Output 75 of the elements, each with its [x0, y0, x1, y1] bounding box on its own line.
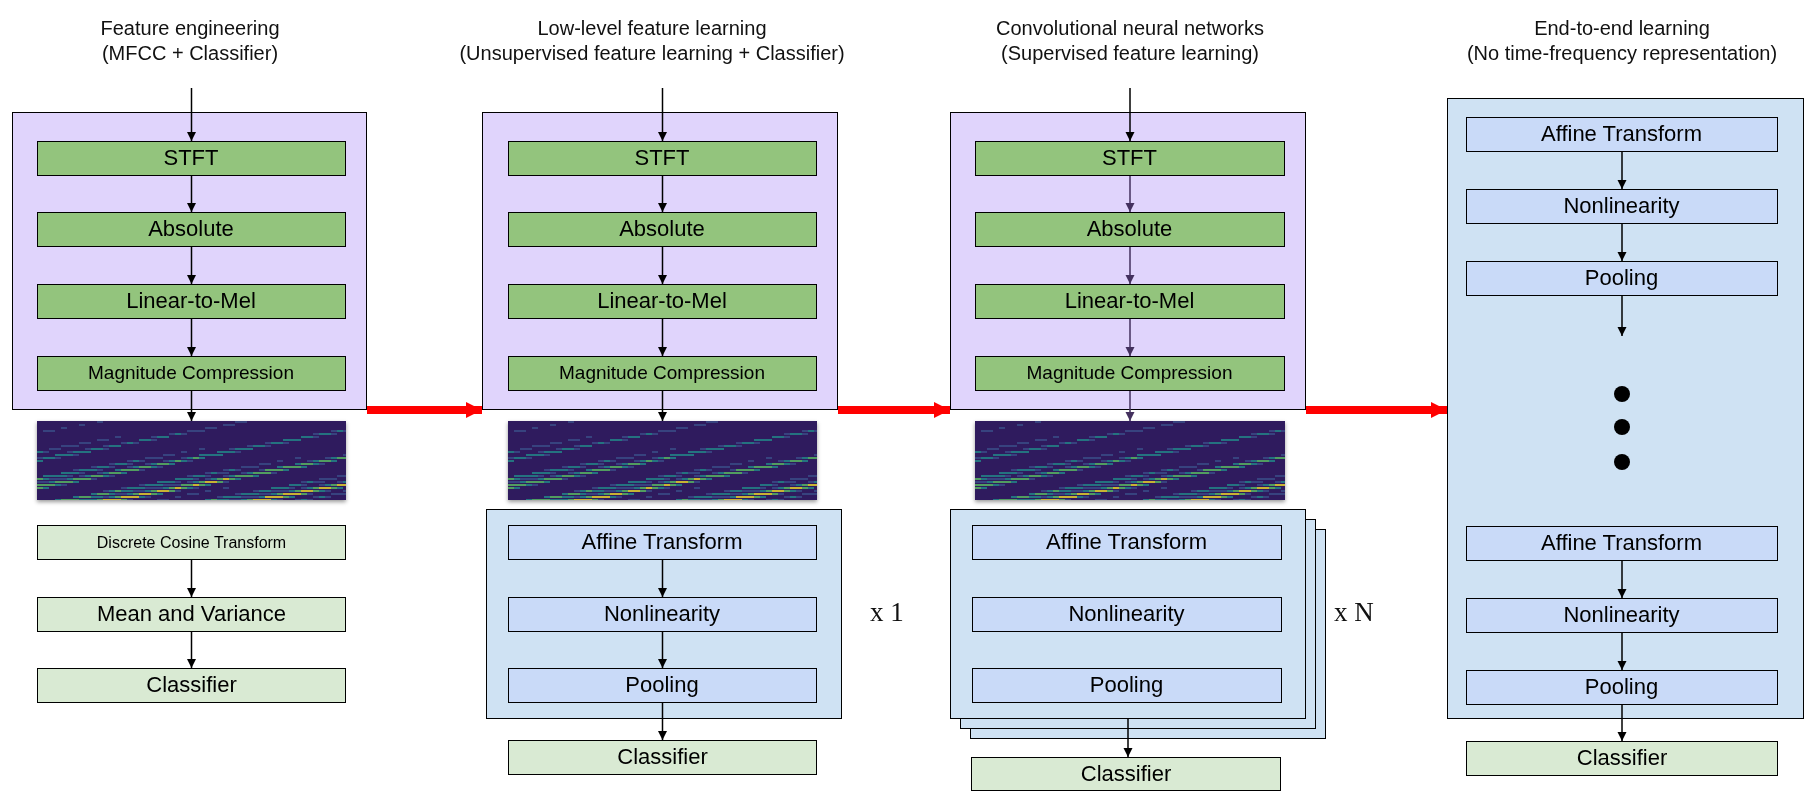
process-box: Absolute: [974, 211, 1285, 247]
arrow: [1125, 87, 1135, 142]
spectrogram-picture: [508, 421, 817, 500]
arrow: [658, 631, 667, 669]
arrow: [1617, 560, 1627, 599]
arrow: [187, 559, 196, 598]
arrow: [1125, 175, 1135, 213]
process-box: Classifier: [37, 668, 346, 703]
arrow: [187, 631, 196, 669]
process-box: Absolute: [36, 211, 346, 247]
process-box: Linear-to-Mel: [507, 283, 817, 319]
arrow: [1617, 295, 1627, 337]
layer-box: Pooling: [507, 667, 817, 703]
layer-group-panel: [486, 509, 842, 719]
stage-group-panel: [950, 112, 1306, 410]
arrow: [187, 246, 196, 285]
process-box: Discrete Cosine Transform: [37, 525, 346, 560]
arrow: [1125, 318, 1135, 357]
layer-box: Pooling: [1465, 669, 1778, 705]
process-box: Linear-to-Mel: [974, 283, 1285, 319]
layer-box: Pooling: [971, 667, 1282, 703]
arrow: [1617, 704, 1627, 742]
process-box: STFT: [36, 140, 346, 176]
layer-box: Nonlinearity: [971, 596, 1282, 632]
progression-arrow: [1306, 402, 1447, 418]
layer-group-panel: [1447, 98, 1804, 719]
column-heading: Low-level feature learning (Unsupervised feature learning + Classifier): [459, 16, 845, 66]
arrow: [658, 87, 667, 142]
spectrogram-picture: [37, 421, 346, 500]
arrow: [658, 318, 667, 357]
arrow: [187, 390, 196, 422]
repeat-count-label: x N: [1334, 597, 1374, 628]
arrow: [658, 246, 667, 285]
arrow: [187, 318, 196, 357]
progression-arrow: [838, 402, 950, 418]
process-box: Magnitude Compression: [507, 355, 817, 391]
process-box: Classifier: [1466, 741, 1778, 776]
column-heading: End-to-end learning (No time-frequency representation): [1466, 16, 1778, 66]
layer-box: Affine Transform: [971, 524, 1282, 560]
process-box: Classifier: [508, 740, 817, 775]
process-box: STFT: [507, 140, 817, 176]
layer-group-panel: [950, 509, 1306, 719]
process-box: Magnitude Compression: [36, 355, 346, 391]
column-heading: Convolutional neural networks (Supervised feature learning): [996, 16, 1264, 66]
stage-group-panel: [12, 112, 367, 410]
process-box: Magnitude Compression: [974, 355, 1285, 391]
layer-box: Nonlinearity: [507, 596, 817, 632]
process-box: Absolute: [507, 211, 817, 247]
arrow: [187, 175, 196, 213]
arrow: [1125, 390, 1135, 422]
stage-group-panel: [482, 112, 838, 410]
arrow: [658, 702, 667, 741]
arrow: [658, 559, 667, 598]
arrow: [1617, 151, 1627, 190]
repeat-count-label: x 1: [870, 597, 904, 628]
arrow: [1125, 246, 1135, 285]
progression-arrow: [367, 402, 482, 418]
process-box: Mean and Variance: [37, 597, 346, 632]
arrow: [1123, 718, 1133, 758]
arrow: [1617, 223, 1627, 262]
arrow: [658, 390, 667, 422]
process-box: Linear-to-Mel: [36, 283, 346, 319]
arrow: [187, 87, 196, 142]
layer-box: Affine Transform: [1465, 525, 1778, 561]
column-heading: Feature engineering (MFCC + Classifier): [100, 16, 280, 66]
layer-box: Pooling: [1465, 260, 1778, 296]
layer-box: Nonlinearity: [1465, 188, 1778, 224]
process-box: STFT: [974, 140, 1285, 176]
process-box: Classifier: [971, 757, 1281, 791]
arrow: [658, 175, 667, 213]
layer-box: Nonlinearity: [1465, 597, 1778, 633]
layer-box: Affine Transform: [507, 524, 817, 560]
spectrogram-picture: [975, 421, 1285, 500]
layer-box: Affine Transform: [1465, 116, 1778, 152]
arrow: [1617, 632, 1627, 671]
